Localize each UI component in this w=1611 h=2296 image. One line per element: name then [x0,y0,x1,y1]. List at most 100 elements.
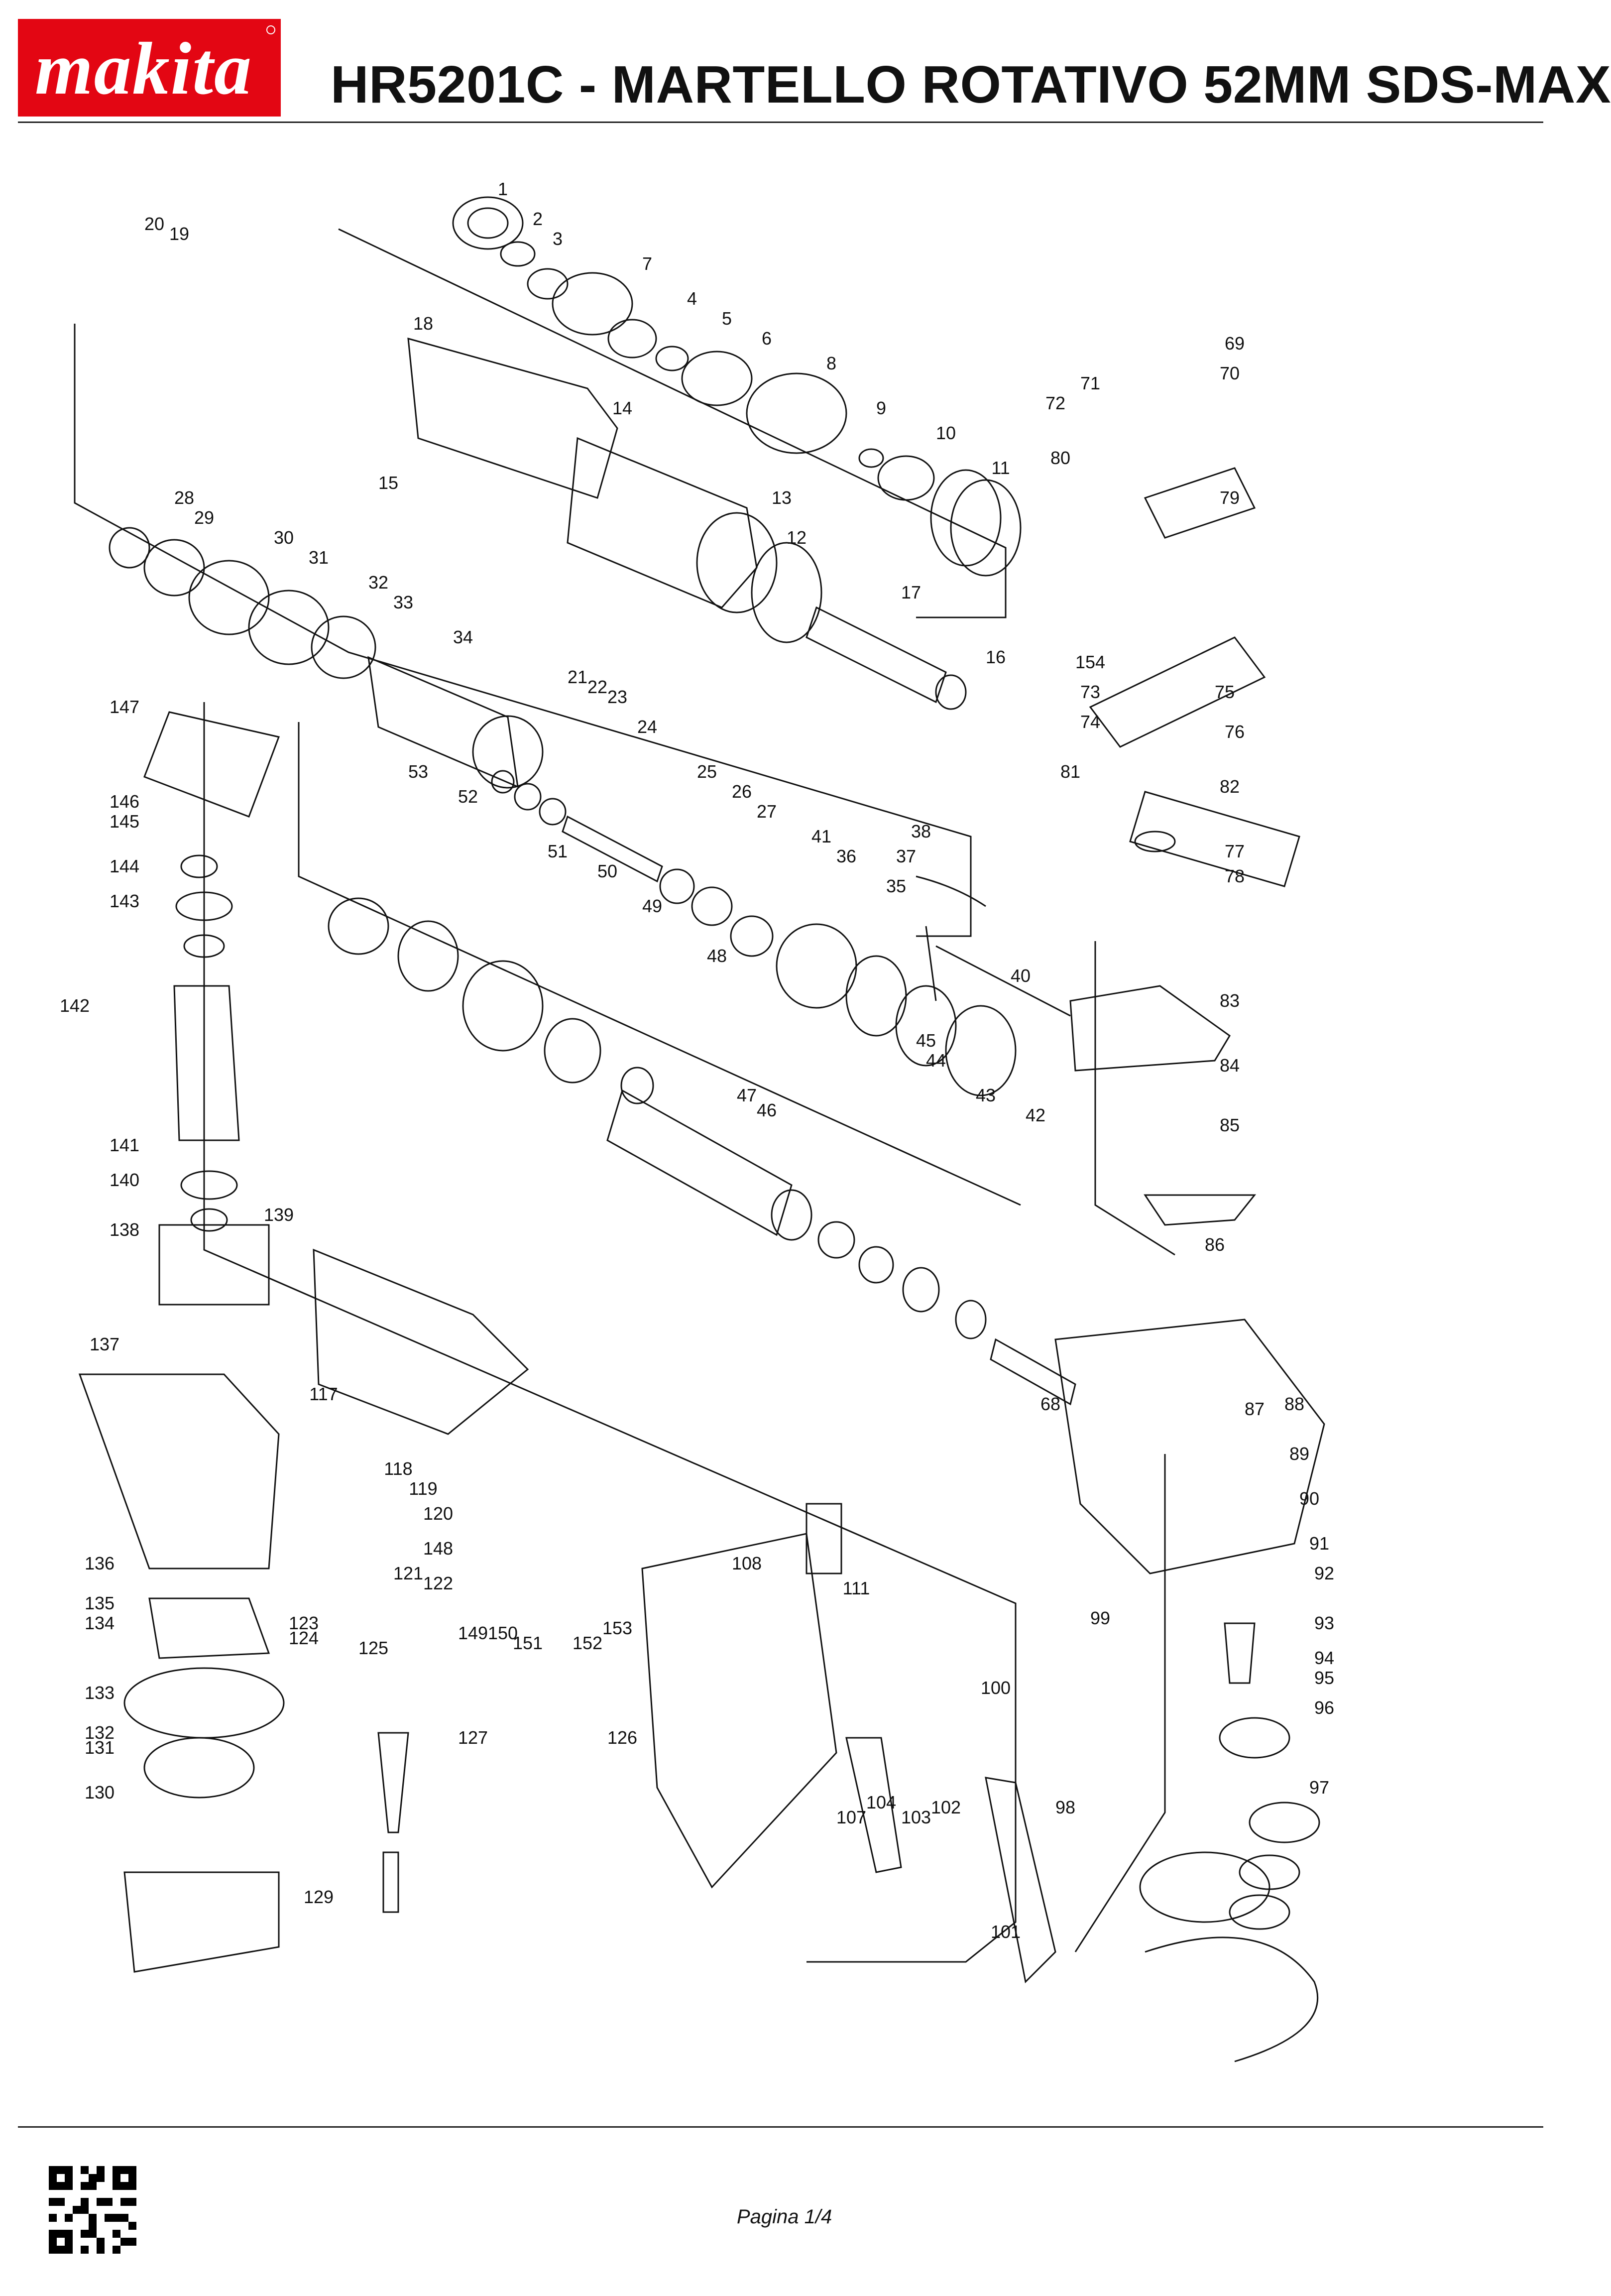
part-number-label: 99 [1090,1608,1111,1628]
part-number-label: 31 [308,547,329,568]
part-number-label: 144 [109,856,140,876]
part-number-label: 6 [761,328,772,349]
part-number-label: 69 [1224,333,1245,354]
part-number-label: 41 [811,826,832,846]
part-number-label: 9 [876,398,887,418]
part-number-label: 121 [393,1563,424,1583]
part-number-label: 88 [1284,1394,1305,1414]
part-number-label: 34 [453,627,473,647]
diagram-drawing [74,196,1325,2062]
part-number-label: 93 [1314,1613,1335,1633]
part-number-label: 68 [1040,1394,1061,1414]
part-number-label: 126 [607,1727,638,1748]
part-number-label: 2 [532,209,543,229]
part-number-label: 104 [866,1792,897,1813]
part-number-label: 124 [288,1628,319,1648]
part-number-label: 133 [84,1683,115,1703]
part-number-label: 40 [1010,966,1031,986]
part-number-label: 125 [358,1638,389,1658]
part-number-label: 123 [288,1613,319,1633]
part-number-label: 137 [89,1334,120,1354]
part-number-label: 44 [925,1050,946,1071]
part-number-label: 71 [1080,373,1101,393]
part-number-label: 22 [587,677,608,697]
part-number-label: 79 [1219,487,1240,508]
part-number-label: 16 [985,647,1006,667]
part-number-label: 146 [109,791,140,812]
part-number-label: 140 [109,1170,140,1190]
part-number-label: 100 [980,1678,1011,1698]
part-number-label: 132 [84,1722,115,1743]
part-number-label: 147 [109,697,140,717]
part-number-label: 52 [458,786,478,807]
part-number-label: 92 [1314,1563,1335,1583]
part-number-label: 117 [309,1384,338,1404]
part-number-label: 45 [916,1030,936,1051]
part-number-label: 78 [1224,866,1245,886]
part-number-label: 43 [975,1085,996,1105]
part-number-label: 70 [1219,363,1240,383]
part-number-label: 97 [1309,1777,1330,1798]
part-number-label: 5 [721,308,732,329]
page-title: HR5201C - MARTELLO ROTATIVO 52MM SDS-MAX [331,55,1611,114]
part-number-label: 127 [458,1727,488,1748]
part-number-label: 24 [637,717,658,737]
part-number-label: 89 [1289,1444,1310,1464]
part-number-label: 143 [109,891,140,911]
part-number-label: 102 [930,1797,961,1817]
part-number-label: 75 [1214,682,1235,702]
part-number-label: 30 [273,527,294,548]
part-number-label: 80 [1050,448,1071,468]
part-number-label: 14 [612,398,633,418]
part-number-label: 12 [786,527,807,548]
part-number-label: 96 [1314,1697,1335,1718]
part-number-label: 49 [642,896,663,916]
part-number-label: 82 [1219,776,1240,797]
part-number-label: 95 [1314,1668,1335,1688]
part-number-label: 151 [512,1633,543,1653]
part-number-label: 103 [901,1807,931,1827]
part-number-label: 131 [84,1737,115,1758]
part-number-label: 76 [1224,722,1245,742]
part-number-label: 11 [991,458,1010,478]
part-number-label: 130 [84,1782,115,1803]
part-number-label: 29 [194,507,215,528]
part-number-label: 86 [1204,1234,1225,1255]
part-number-label: 50 [597,861,618,881]
part-number-label: 19 [169,224,190,244]
part-number-label: 72 [1045,393,1066,413]
part-number-label: 73 [1080,682,1101,702]
footer-divider [18,2126,1543,2128]
part-number-label: 23 [607,687,628,707]
part-number-label: 10 [935,423,956,443]
part-number-label: 36 [836,846,857,866]
part-number-label: 119 [409,1478,438,1499]
part-number-label: 153 [602,1618,633,1638]
part-number-label: 84 [1219,1055,1240,1076]
part-number-label: 3 [552,229,563,249]
part-number-label: 145 [109,811,140,832]
part-number-label: 134 [84,1613,115,1633]
part-number-label: 120 [423,1503,454,1524]
part-number-label: 90 [1299,1488,1320,1509]
part-number-label: 148 [423,1538,454,1559]
part-number-label: 28 [174,487,195,508]
part-number-label: 111 [842,1578,870,1598]
part-number-label: 101 [990,1922,1021,1942]
part-number-label: 154 [1075,652,1106,672]
part-number-label: 35 [886,876,907,896]
part-number-label: 107 [836,1807,867,1827]
part-number-label: 20 [144,214,165,234]
part-number-label: 129 [303,1887,334,1907]
part-number-label: 149 [458,1623,488,1643]
part-number-label: 37 [896,846,917,866]
qr-code-icon [49,2166,136,2254]
part-number-label: 139 [263,1205,294,1225]
part-number-label: 7 [642,253,653,274]
part-number-label: 47 [736,1085,757,1105]
part-number-label: 15 [378,473,399,493]
part-number-label: 138 [109,1219,140,1240]
part-number-label: 150 [487,1623,518,1643]
part-number-label: 48 [706,946,727,966]
